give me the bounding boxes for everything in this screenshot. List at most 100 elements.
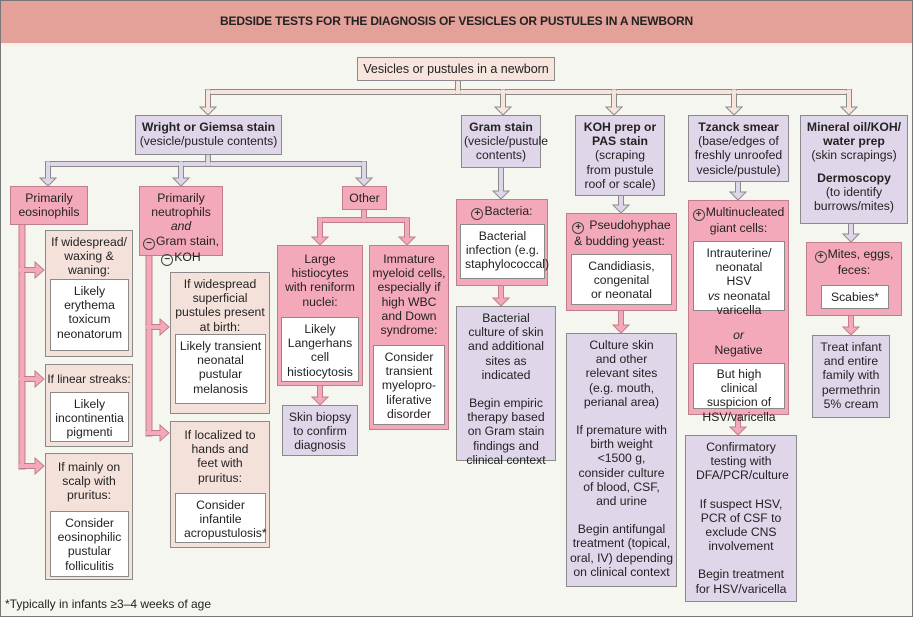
linear-condition-box: If linear streaks: Likely incontinentia … <box>45 364 133 447</box>
wright-connector-fill <box>46 162 366 166</box>
next-step-text: Skin biopsy to confirm diagnosis <box>288 410 352 453</box>
condition-text: Immature myeloid cells, especially if hi… <box>372 252 446 338</box>
myeloid-box: Immature myeloid cells, especially if hi… <box>369 245 449 430</box>
diagnosis-box: Bacterial infection (e.g. staphylococcal… <box>460 224 549 279</box>
next-step-text: Culture skin and other relevant sites (e… <box>583 338 660 409</box>
koh-prep-box: KOH prep or PAS stain (scraping from pus… <box>575 115 665 196</box>
diagnosis-box: Likely erythema toxicum neonatorum <box>50 279 129 351</box>
positive-icon: + <box>814 251 827 263</box>
histiocytes-arrow <box>310 386 330 406</box>
permethrin-box: Treat infant and entire family with perm… <box>812 335 890 418</box>
erythema-arrow <box>19 260 45 280</box>
histiocytes-box: Large histiocytes with reniform nuclei: … <box>277 245 363 386</box>
wright-subtitle: (vesicle/pustule contents) <box>139 134 278 149</box>
dermoscopy-title: Dermoscopy <box>817 170 891 185</box>
mineral-oil-box: Mineral oil/KOH/ water prep (skin scrapi… <box>800 115 908 224</box>
tzanck-smear-box: Tzanck smear (base/edges of freshly unro… <box>688 115 789 182</box>
finding-text: Multinucleated giant cells: <box>705 205 785 235</box>
confirmatory-box: Confirmatory testing with DFA/PCR/cultur… <box>685 435 797 602</box>
neutrophils-rail-fill <box>147 256 151 435</box>
diagnosis-text: Intrauterine/ neonatal HSV <box>706 246 772 289</box>
negative-icon: − <box>161 253 174 266</box>
root-connector-fill <box>206 90 851 94</box>
diagnosis-box: Likely transient neonatal pustular melan… <box>175 334 266 404</box>
bacteria-arrow <box>491 286 511 307</box>
mites-arrow <box>841 316 861 336</box>
gram-subtitle: (vesicle/pustule contents) <box>464 134 548 163</box>
diagnosis-box: Consider infantile acropustulosis* <box>175 493 267 543</box>
next-step-text: Treat infant and entire family with perm… <box>820 340 882 411</box>
bacteria-box: +Bacteria: Bacterial infection (e.g. sta… <box>456 199 549 286</box>
condition-text: If widespread superficial pustules prese… <box>175 277 265 334</box>
next-step-text: Begin treatment for HSV/varicella <box>695 567 787 596</box>
condition-text: Large histiocytes with reniform nuclei: <box>285 252 355 309</box>
neutrophils-line: Primarily neutrophils <box>151 191 211 220</box>
gram-title: Gram stain <box>469 120 533 134</box>
diagram-title: BEDSIDE TESTS FOR THE DIAGNOSIS OF VESIC… <box>220 14 693 28</box>
diagnosis-box: Consider transient myelopro-liferative d… <box>373 345 445 425</box>
koh-subtitle: (scraping from pustule roof or scale) <box>584 148 656 191</box>
linear-arrow <box>19 369 45 389</box>
footnote: *Typically in infants ≥3–4 weeks of age <box>5 597 212 611</box>
wright-title: Wright or Giemsa stain <box>141 120 276 134</box>
diagnosis-text: Consider eosinophilic pustular folliculi… <box>57 516 122 573</box>
mineral-title: Mineral oil/KOH/ water prep <box>806 120 902 149</box>
diagnosis-text: Consider infantile acropustulosis* <box>184 498 267 541</box>
positive-icon: + <box>471 208 484 220</box>
negative-icon: − <box>143 237 155 250</box>
diagnosis-text: Likely erythema toxicum neonatorum <box>56 284 123 341</box>
and-text: and <box>170 219 192 234</box>
pseudohyphae-arrow <box>611 311 631 334</box>
acropustulosis-arrow <box>146 423 170 443</box>
bacterial-culture-box: Bacterial culture of skin and additional… <box>456 306 556 467</box>
diagnosis-box: Candidiasis, congenital or neonatal <box>571 254 672 305</box>
eosinophils-box: Primarily eosinophils <box>10 186 88 225</box>
gram-neg-text: Gram stain, <box>156 233 219 248</box>
condition-text: If widespread/ waxing & waning: <box>51 235 127 278</box>
diagnosis-box: Intrauterine/ neonatal HSV vs neonatal v… <box>693 241 785 317</box>
diagnosis-text: Bacterial infection (e.g. staphylococcal… <box>465 229 549 272</box>
biopsy-box: Skin biopsy to confirm diagnosis <box>282 405 358 456</box>
mineral-arrow <box>841 224 861 243</box>
koh-title: KOH prep or PAS stain <box>583 120 657 149</box>
tzanck-subtitle: (base/edges of freshly unroofed vesicle/… <box>694 134 783 177</box>
root-connector-fill <box>456 81 460 94</box>
fungal-culture-box: Culture skin and other relevant sites (e… <box>566 333 677 587</box>
pseudohyphae-box: +Pseudohyphae & budding yeast: Candidias… <box>566 213 677 311</box>
finding-text: Mites, eggs, feces: <box>827 247 894 277</box>
scalp-condition-box: If mainly on scalp with pruritus: Consid… <box>45 453 133 580</box>
tzanck-arrow <box>728 182 748 201</box>
eosinophils-rail-fill <box>20 225 24 468</box>
vs-text: vs <box>707 288 721 303</box>
diagnosis-text: Scabies* <box>830 290 880 304</box>
scalp-arrow <box>19 456 45 476</box>
wright-stain-box: Wright or Giemsa stain (vesicle/pustule … <box>135 115 282 155</box>
neutrophils-box: Primarily neutrophils and −Gram stain, −… <box>139 186 223 266</box>
diagnosis-text: Candidiasis, congenital or neonatal <box>588 259 655 302</box>
gram-stain-box: Gram stain (vesicle/pustule contents) <box>461 115 548 168</box>
diagnosis-box: Scabies* <box>821 285 889 309</box>
next-step-text: Begin empiric therapy based on Gram stai… <box>466 396 546 467</box>
mites-box: +Mites, eggs, feces: Scabies* <box>806 242 902 316</box>
diagnosis-text: Likely incontinentia pigmenti <box>55 397 124 440</box>
root-label: Vesicles or pustules in a newborn <box>363 62 549 76</box>
next-step-text: Confirmatory testing with DFA/PCR/cultur… <box>696 440 789 483</box>
diagnosis-box: But high clinical suspicion of HSV/varic… <box>693 363 785 424</box>
melanosis-condition-box: If widespread superficial pustules prese… <box>170 272 270 414</box>
erythema-condition-box: If widespread/ waxing & waning: Likely e… <box>45 230 133 357</box>
other-label: Other <box>349 191 380 205</box>
other-connector-fill <box>362 210 366 222</box>
finding-text: Bacteria: <box>484 204 533 218</box>
positive-icon: + <box>572 222 585 234</box>
eosinophils-label: Primarily eosinophils <box>18 191 80 220</box>
melanosis-arrow <box>146 317 170 337</box>
giant-cells-box: +Multinucleated giant cells: Intrauterin… <box>688 200 789 424</box>
diagnosis-box: Likely Langerhans cell histiocytosis <box>281 317 359 382</box>
finding-text: Pseudohyphae & budding yeast: <box>574 218 671 248</box>
root-box: Vesicles or pustules in a newborn <box>357 57 555 81</box>
acropustulosis-condition-box: If localized to hands and feet with prur… <box>170 421 270 548</box>
diagnosis-box: Consider eosinophilic pustular folliculi… <box>50 511 129 577</box>
diagnosis-text: neonatal varicella <box>716 288 771 317</box>
condition-text: If localized to hands and feet with prur… <box>184 428 256 485</box>
